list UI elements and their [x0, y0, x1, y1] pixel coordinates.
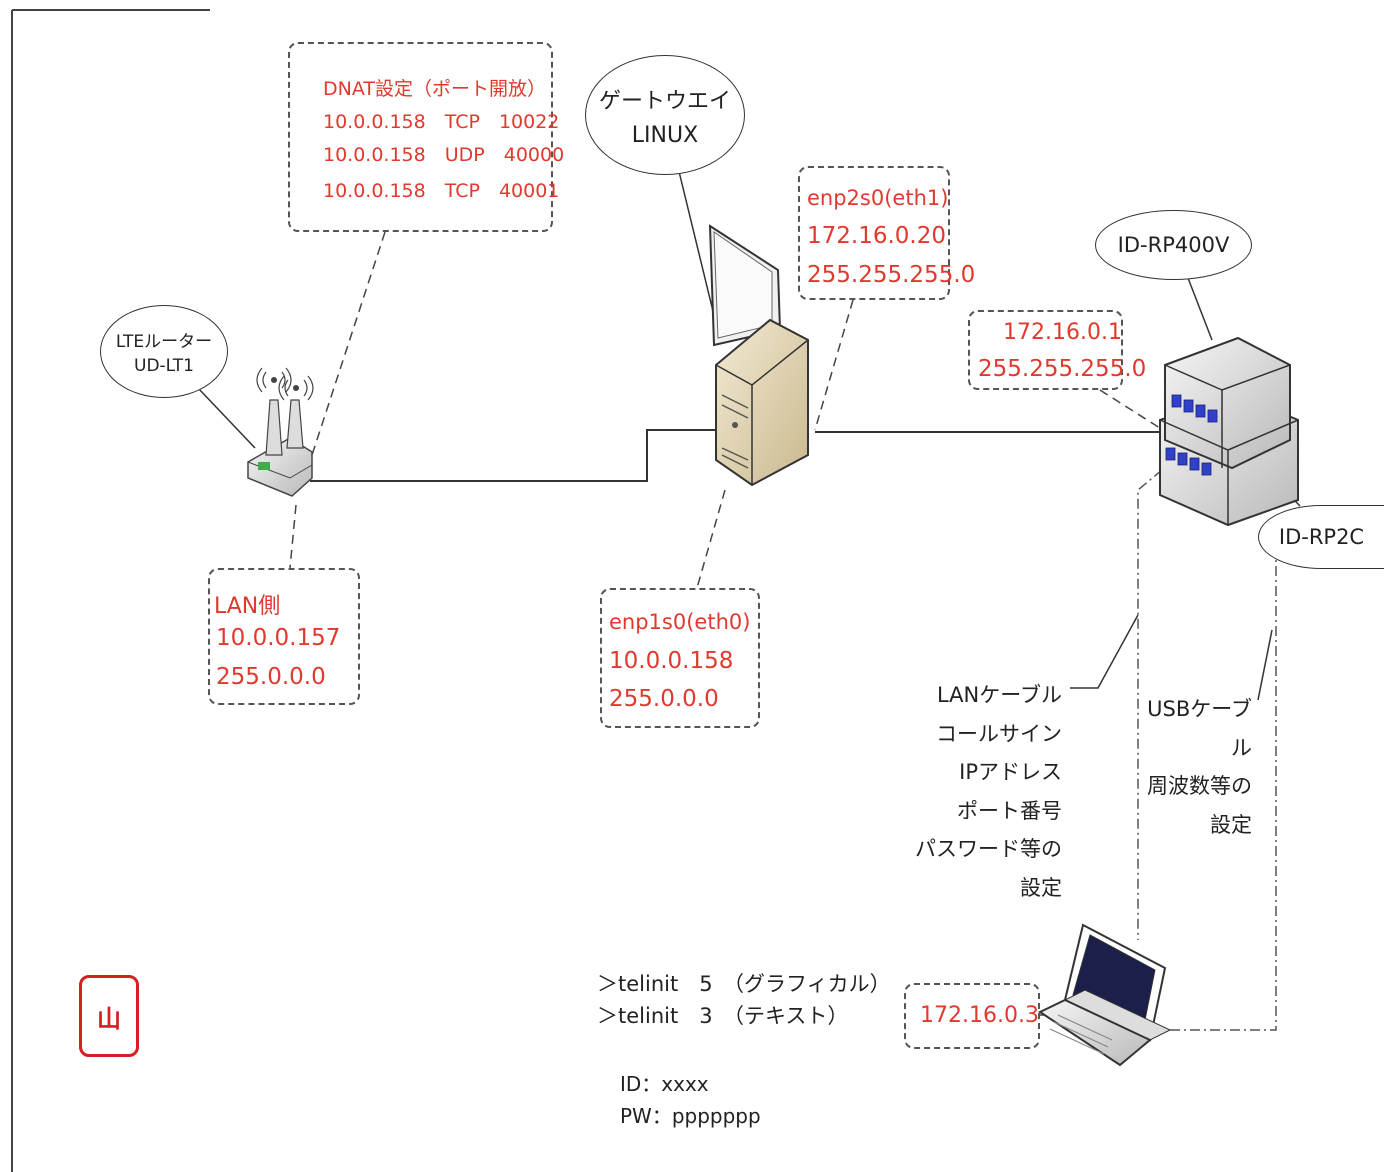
dnat-title: DNAT設定（ポート開放） — [323, 78, 546, 100]
lan-cable-note-line1: LANケーブル — [937, 683, 1062, 707]
eth0-ip: 10.0.0.158 — [609, 648, 734, 674]
eth1-box: enp2s0(eth1) 172.16.0.20 255.255.255.0 — [798, 166, 975, 300]
usb-cable-note: USBケーブ ル 周波数等の 設定 — [1140, 690, 1252, 844]
id-rp400v-label: ID-RP400V — [1095, 210, 1252, 280]
laptop-ip-box: 172.16.0.3 — [904, 983, 1040, 1049]
lan-side-box: LAN側 10.0.0.157 255.0.0.0 — [208, 568, 360, 705]
dnat-row-1: 10.0.0.158 TCP 10022 — [323, 111, 560, 133]
eth1-mask: 255.255.255.0 — [807, 262, 976, 288]
credentials-id: ID：xxxx — [620, 1072, 709, 1096]
server-tower-icon — [708, 224, 809, 487]
lte-router-icon — [247, 367, 314, 497]
lan-side-title: LAN側 — [214, 594, 281, 619]
usb-cable-laptop — [1170, 540, 1277, 1031]
telinit-commands: ＞telinit 5 （グラフィカル） ＞telinit 3 （テキスト） — [597, 968, 891, 1032]
usb-cable-note-line3: 周波数等の — [1147, 774, 1252, 798]
gateway-label-line1: ゲートウエイ — [598, 88, 731, 114]
eth0-iface: enp1s0(eth0) — [609, 610, 751, 634]
lan-cable-note-line4: ポート番号 — [957, 798, 1062, 823]
id-rp400v-text: ID-RP400V — [1117, 233, 1230, 257]
gateway-label-line2: LINUX — [631, 122, 699, 148]
rack-device-icon — [1159, 336, 1299, 527]
gateway-label: ゲートウエイ LINUX — [585, 55, 745, 175]
laptop-ip: 172.16.0.3 — [920, 1003, 1039, 1028]
dnat-settings-box: DNAT設定（ポート開放） 10.0.0.158 TCP 10022 10.0.… — [288, 42, 564, 232]
id-rp2c-label: ID-RP2C — [1258, 505, 1384, 569]
usb-cable-note-line1: USBケーブ — [1147, 697, 1252, 721]
repeater-mask: 255.255.255.0 — [978, 356, 1147, 382]
id-rp2c-text: ID-RP2C — [1278, 525, 1365, 549]
usb-cable-note-line4: 設定 — [1210, 812, 1252, 837]
lan-cable-note-line6: 設定 — [1020, 875, 1062, 900]
seal-char: 山 — [97, 1004, 121, 1033]
telinit-line2: ＞telinit 3 （テキスト） — [597, 1004, 849, 1028]
usb-cable-note-line2: ル — [1231, 735, 1252, 760]
lan-cable-note: LANケーブル コールサイン IPアドレス ポート番号 パスワード等の 設定 — [900, 676, 1062, 907]
lan-cable-note-line2: コールサイン — [936, 721, 1062, 746]
lan-cable-note-line3: IPアドレス — [959, 760, 1062, 784]
repeater-ip: 172.16.0.1 — [1003, 320, 1122, 345]
eth1-iface: enp2s0(eth1) — [807, 186, 949, 210]
telinit-line1: ＞telinit 5 （グラフィカル） — [597, 972, 891, 996]
lan-side-mask: 255.0.0.0 — [216, 664, 326, 690]
eth0-box: enp1s0(eth0) 10.0.0.158 255.0.0.0 — [600, 588, 760, 728]
lte-router-label-line1: LTEルーター — [115, 332, 213, 352]
repeater-ip-box: 172.16.0.1 255.255.255.0 — [968, 310, 1146, 390]
eth0-mask: 255.0.0.0 — [609, 686, 719, 712]
dnat-row-3: 10.0.0.158 TCP 40001 — [323, 180, 560, 202]
eth1-ip: 172.16.0.20 — [807, 223, 946, 249]
lte-router-label: LTEルーター UD-LT1 — [100, 305, 228, 398]
lan-cable-router-server — [310, 429, 720, 482]
laptop-icon — [1037, 923, 1172, 1067]
seal-stamp: 山 — [79, 975, 139, 1057]
lan-cable-note-line5: パスワード等の — [915, 837, 1062, 861]
credentials: ID：xxxx PW：ppppppp — [620, 1068, 761, 1132]
credentials-pw: PW：ppppppp — [620, 1104, 761, 1128]
dnat-row-2: 10.0.0.158 UDP 40000 — [323, 144, 565, 166]
lte-router-label-line2: UD-LT1 — [134, 356, 194, 376]
lan-side-ip: 10.0.0.157 — [216, 625, 341, 651]
